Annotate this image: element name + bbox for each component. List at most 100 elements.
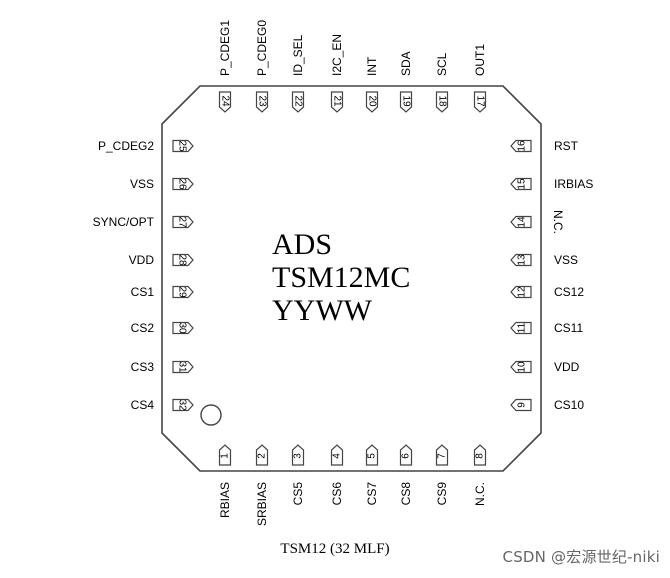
pin-pad xyxy=(510,177,532,191)
pin-name: RST xyxy=(554,139,579,153)
pin-number: 18 xyxy=(437,95,448,107)
pin-name: SCL xyxy=(435,52,449,76)
pin1-marker-dot xyxy=(200,404,222,426)
pin-top-19: 19 SDA xyxy=(399,51,413,113)
pin-number: 3 xyxy=(293,453,304,459)
pin-pad xyxy=(172,177,194,191)
pin-number: 31 xyxy=(177,361,188,373)
marking-line-1: ADS xyxy=(272,228,332,261)
pin-pad xyxy=(510,360,532,374)
pin-number: 5 xyxy=(367,453,378,459)
pin-number: 22 xyxy=(293,95,304,107)
pin-bottom-8: 8N.C. xyxy=(473,444,487,506)
pin-number: 4 xyxy=(332,453,343,459)
pin-name: P_CDEG1 xyxy=(218,20,232,76)
pin-pad xyxy=(435,91,449,113)
pin-name: CS7 xyxy=(365,482,379,506)
pin-number: 27 xyxy=(177,216,188,228)
pin-name: P_CDEG2 xyxy=(98,139,154,153)
pin-name: CS11 xyxy=(554,321,583,335)
pin-number: 7 xyxy=(437,453,448,459)
pin-pad xyxy=(330,91,344,113)
pin-number: 15 xyxy=(517,178,528,190)
pin-left-32: 32 CS4 xyxy=(131,398,194,412)
pin-right-14: 14 N.C. xyxy=(510,210,565,234)
pin-name: VDD xyxy=(129,253,155,267)
pin-name: INT xyxy=(365,56,379,76)
pin-pad xyxy=(172,253,194,267)
pin-left-25: 25P_CDEG2 xyxy=(98,139,194,153)
pin-number: 14 xyxy=(517,216,528,228)
pin-name: CS2 xyxy=(131,321,155,335)
pin-pad xyxy=(510,321,532,335)
pin-right-11: 11 CS11 xyxy=(510,321,583,335)
pin-name: VDD xyxy=(554,360,580,374)
pin-left-27: 27 SYNC/OPT xyxy=(93,215,194,229)
pin-name: SDA xyxy=(399,51,413,76)
pin-number: 8 xyxy=(475,453,486,459)
pin-pad xyxy=(218,444,232,466)
chip-body xyxy=(161,85,542,472)
pin-name: CS10 xyxy=(554,398,584,412)
pin-left-30: 30 CS2 xyxy=(131,321,194,335)
pin-number: 32 xyxy=(177,399,188,411)
pin-number: 26 xyxy=(177,178,188,190)
pin-name: CS12 xyxy=(554,285,584,299)
pin-top-18: 18 SCL xyxy=(435,52,449,113)
pin-right-10: 10 VDD xyxy=(510,360,580,374)
pin-right-9: 9 CS10 xyxy=(510,398,584,412)
pin-number: 19 xyxy=(401,95,412,107)
pin-name: CS8 xyxy=(399,482,413,506)
pin-name: P_CDEG0 xyxy=(255,20,269,76)
pin-number: 9 xyxy=(517,402,528,408)
pin-number: 10 xyxy=(517,361,528,373)
pin-right-12: 12 CS12 xyxy=(510,285,584,299)
pin-pad xyxy=(473,444,487,466)
pin-number: 11 xyxy=(517,322,528,333)
pin-number: 29 xyxy=(177,286,188,298)
pin-top-24: 24P_CDEG1 xyxy=(218,20,232,113)
pin-top-17: 17 OUT1 xyxy=(473,44,487,113)
pin-number: 17 xyxy=(475,95,486,107)
pin-number: 16 xyxy=(517,140,528,152)
pin-name: SYNC/OPT xyxy=(93,215,155,229)
pin-pad xyxy=(399,444,413,466)
pin-number: 6 xyxy=(401,453,412,459)
pin-number: 13 xyxy=(517,254,528,266)
pin-pad xyxy=(330,444,344,466)
pin-number: 2 xyxy=(257,453,268,459)
pin-pad xyxy=(365,91,379,113)
pin-number: 30 xyxy=(177,322,188,334)
pin-number: 12 xyxy=(517,286,528,298)
pin-name: VSS xyxy=(130,177,154,191)
pin-pad xyxy=(172,139,194,153)
diagram-caption: TSM12 (32 MLF) xyxy=(280,541,390,557)
pin-name: OUT1 xyxy=(473,44,487,76)
pin-number: 23 xyxy=(257,95,268,107)
watermark-text: CSDN @宏源世纪-niki xyxy=(502,548,660,566)
pin-pad xyxy=(172,398,194,412)
pin-name: CS4 xyxy=(131,398,155,412)
pin-name: N.C. xyxy=(551,210,565,234)
pin-right-16: 16 RST xyxy=(510,139,579,153)
pin-pad xyxy=(172,215,194,229)
pin-pad xyxy=(473,91,487,113)
pin-top-23: 23 P_CDEG0 xyxy=(255,20,269,113)
pin-name: CS1 xyxy=(131,285,155,299)
pin-name: SRBIAS xyxy=(255,482,269,526)
pin-pad xyxy=(510,215,532,229)
pin-pad xyxy=(365,444,379,466)
pin-pad xyxy=(172,360,194,374)
pin-pad xyxy=(510,139,532,153)
pin-name: N.C. xyxy=(473,482,487,506)
